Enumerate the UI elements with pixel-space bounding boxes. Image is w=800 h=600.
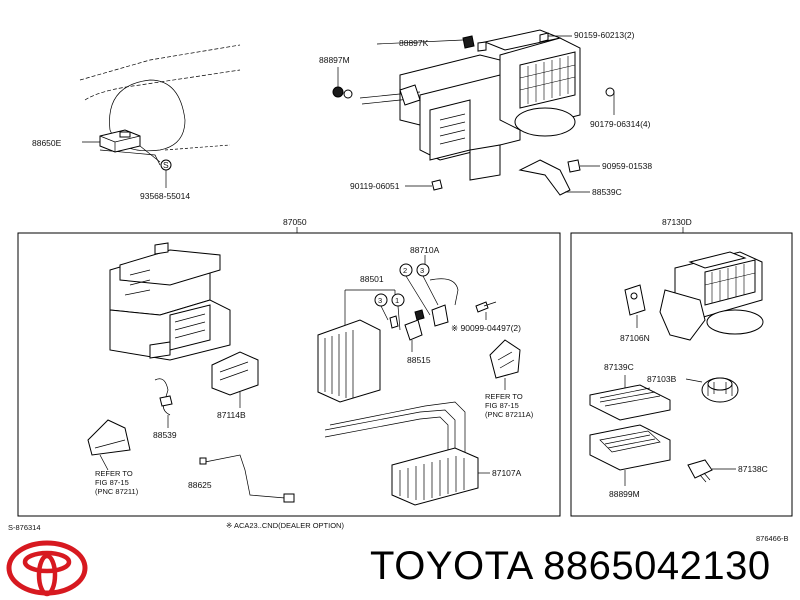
blower-motor-87103b [685,377,739,403]
wire-harness-88625 [199,454,295,503]
label-87103b: 87103B [647,374,677,384]
label-93568: 93568-55014 [140,191,190,201]
code-right: 876466-B [756,534,789,543]
assembly-box-87130d [570,232,793,517]
label-90119: 90119-06051 [350,181,400,191]
refer-left-line3: (PNC 87211) [95,487,139,496]
label-87130d: 87130D [662,217,692,227]
label-88710a: 88710A [410,245,440,255]
label-88899m: 88899M [609,489,640,499]
resistor-87138c [687,459,736,483]
label-87114b: 87114B [217,410,246,420]
label-88539: 88539 [153,430,177,440]
label-87106n: 87106N [620,333,650,343]
dashboard-outline [79,44,241,166]
callout-1: 1 [395,296,399,305]
label-88897m: 88897M [319,55,350,65]
label-90099: ※ 90099-04497(2) [451,323,521,333]
label-90179: 90179-06314(4) [590,119,651,129]
heater-unit-assembly [109,242,231,361]
refer-right-line1: REFER TO [485,392,523,401]
heater-unit-top [359,29,581,196]
filter-frame-88899m [589,424,671,486]
bolt-90099 [475,301,497,320]
toyota-logo [6,540,88,597]
refer-left-line2: FIG 87-15 [95,478,129,487]
label-88650e: 88650E [32,138,62,148]
label-88625: 88625 [188,480,212,490]
label-88539c: 88539C [592,187,622,197]
label-90959: 90959-01538 [602,161,652,171]
product-title: TOYOTA 8865042130 [370,544,771,588]
callout-3-left: 3 [378,296,382,305]
callout-markers [374,263,430,307]
bracket-87114b [211,351,259,396]
evaporator-88501 [317,289,396,403]
duct-bracket-right [489,339,521,379]
label-87138c: 87138C [738,464,768,474]
callout-s: S [163,160,169,170]
label-87139c: 87139C [604,362,634,372]
heater-core-87107a [324,401,490,506]
assembly-box-87050 [17,232,561,517]
damper-87106n [624,284,646,328]
dealer-option-note: ※ ACA23..CND(DEALER OPTION) [226,521,344,530]
callout-3-right: 3 [420,266,424,275]
filter-87139c [589,375,671,421]
code-left: S-876314 [8,523,41,532]
label-88501: 88501 [360,274,384,284]
callout-2: 2 [403,266,407,275]
small-parts-top [332,32,615,191]
refer-right-line3: (PNC 87211A) [485,410,534,419]
refer-left-line1: REFER TO [95,469,133,478]
label-87050: 87050 [283,217,307,227]
label-90159: 90159-60213(2) [574,30,635,40]
blower-unit [659,251,764,341]
label-88515: 88515 [407,355,431,365]
pipe-88539 [154,378,173,428]
label-88897k: 88897K [399,38,429,48]
refer-right-line2: FIG 87-15 [485,401,519,410]
label-87107a: 87107A [492,468,522,478]
expansion-valve-parts [380,255,459,352]
leader-lines-top [82,35,615,193]
duct-bracket-left [87,419,131,456]
control-unit-88650e [99,129,172,188]
